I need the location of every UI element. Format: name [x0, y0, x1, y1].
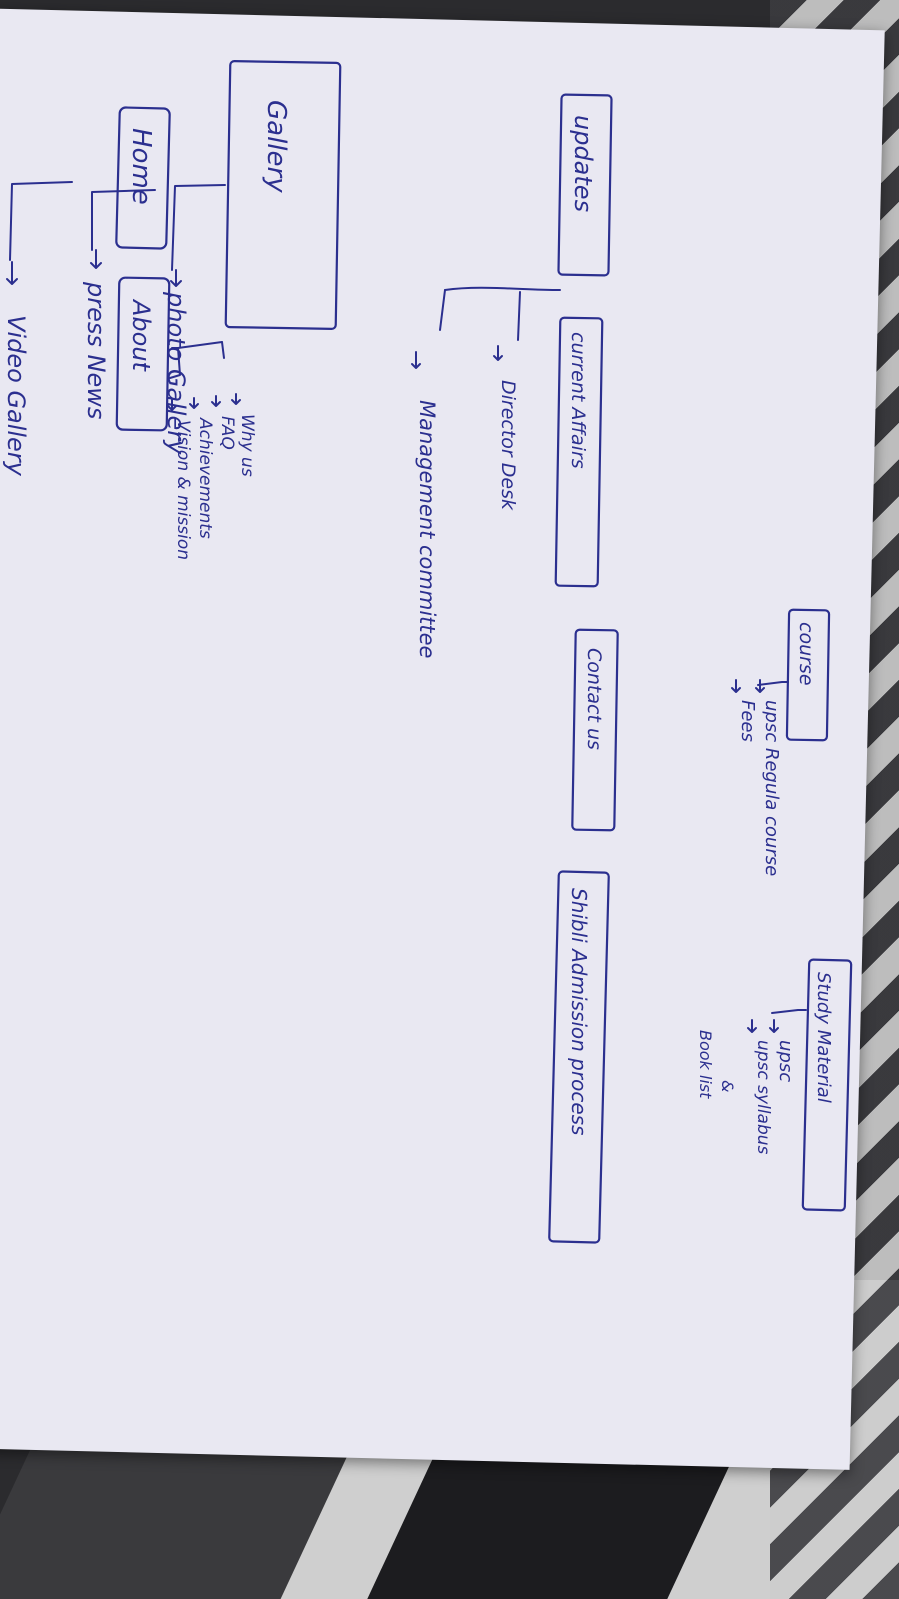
updates-connectors [439, 286, 561, 341]
study-material-items: upsc upsc syllabus & Book list [696, 1009, 807, 1155]
about-item-2: FAQ [217, 416, 237, 450]
course-items: upsc Regula course Fees [731, 679, 789, 876]
course-item-0: upsc Regula course [761, 700, 782, 876]
gallery-item-1: press News [82, 281, 110, 419]
gallery-connectors [9, 181, 226, 271]
about-items: Vision & mission Achievements FAQ Why us [167, 393, 257, 560]
updates-item-0: Director Desk [497, 380, 519, 511]
home-label: Home [126, 128, 156, 205]
gallery-item-2: Video Gallery [2, 315, 30, 477]
updates-item-1: Management committee [415, 400, 439, 658]
study-material-item-0: upsc [775, 1040, 796, 1082]
node-study-material: Study Material [801, 958, 853, 1212]
node-updates: updates [557, 93, 613, 277]
admission-label: Shibli Admission process [567, 888, 591, 1135]
contact-us-label: Contact us [583, 648, 605, 750]
node-contact-us: Contact us [571, 628, 619, 832]
node-about: About [115, 276, 171, 432]
course-label: course [795, 622, 817, 686]
current-affairs-label: current Affairs [567, 332, 589, 469]
course-item-1: Fees [737, 700, 758, 742]
node-admission: Shibli Admission process [548, 870, 610, 1244]
study-material-item-3: Book list [696, 1030, 715, 1099]
about-connectors [137, 341, 225, 379]
about-item-3: Why us [237, 414, 257, 477]
node-course: course [785, 608, 831, 742]
node-gallery: Gallery [224, 60, 342, 330]
gallery-item-0: photo Gallery [162, 291, 190, 455]
about-item-1: Achievements [195, 417, 215, 539]
node-home: Home [115, 106, 171, 250]
updates-items: Director Desk Management committee [411, 345, 519, 658]
updates-label: updates [569, 115, 597, 212]
about-label: About [127, 298, 155, 373]
study-material-label: Study Material [813, 972, 834, 1103]
gallery-items: photo Gallery press News Video Gallery [2, 249, 190, 477]
about-item-0: Vision & mission [173, 420, 193, 560]
study-material-item-1: upsc syllabus [753, 1040, 773, 1155]
node-current-affairs: current Affairs [554, 316, 604, 588]
gallery-label: Gallery [261, 100, 291, 193]
study-material-item-2: & [718, 1080, 737, 1092]
